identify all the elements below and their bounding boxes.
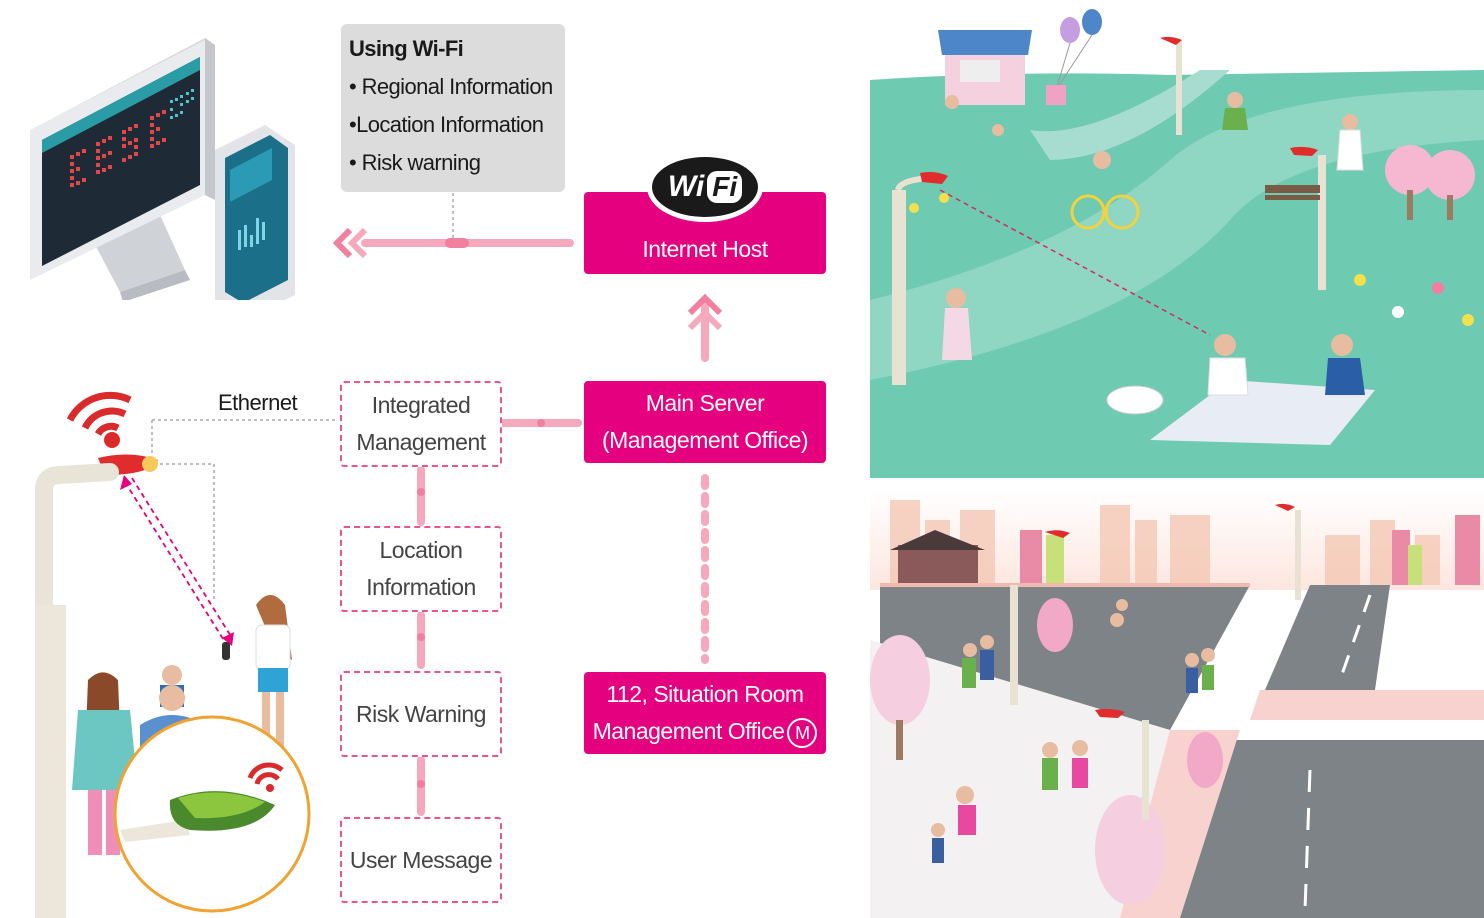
- integrated-line2: Management: [356, 429, 486, 455]
- wifi-info-panel: Using Wi-Fi • Regional Information •Loca…: [341, 24, 565, 192]
- wifi-info-item: • Risk warning: [349, 150, 481, 175]
- city-scene: [870, 490, 1484, 918]
- location-line2: Information: [366, 574, 476, 600]
- main-server-line1: Main Server: [645, 390, 765, 416]
- wifi-logo-left: Wi: [667, 170, 705, 203]
- location-information-box: Location Information: [340, 526, 502, 612]
- monitor-icon: [30, 38, 295, 300]
- wifi-info-title: Using Wi-Fi: [349, 36, 464, 61]
- risk-warning-label: Risk Warning: [356, 700, 486, 727]
- integrated-line1: Integrated: [371, 392, 471, 418]
- main-server-box: Main Server (Management Office): [584, 381, 826, 463]
- integrated-management-box: Integrated Management: [340, 381, 502, 467]
- management-badge: M: [787, 717, 818, 748]
- main-server-line2: (Management Office): [601, 427, 809, 453]
- streetlight-scene: [35, 391, 311, 918]
- risk-warning-box: Risk Warning: [340, 671, 502, 757]
- wifi-info-item: •Location Information: [349, 112, 544, 137]
- sensor-device-icon: [169, 762, 284, 831]
- user-message-box: User Message: [340, 817, 502, 903]
- wifi-logo-right: Fi: [707, 171, 743, 203]
- wifi-logo-icon: Wi Fi: [647, 152, 763, 222]
- ethernet-label: Ethernet: [218, 390, 298, 415]
- park-scene: [870, 9, 1484, 478]
- user-message-label: User Message: [349, 846, 493, 873]
- wifi-signal-icon: [66, 391, 132, 448]
- situation-room-line2: Management Office: [592, 718, 785, 744]
- wifi-info-item: • Regional Information: [349, 74, 553, 99]
- situation-room-line1: 112, Situation Room: [606, 681, 804, 707]
- internet-host-label: Internet Host: [642, 236, 768, 262]
- location-line1: Location: [379, 537, 463, 563]
